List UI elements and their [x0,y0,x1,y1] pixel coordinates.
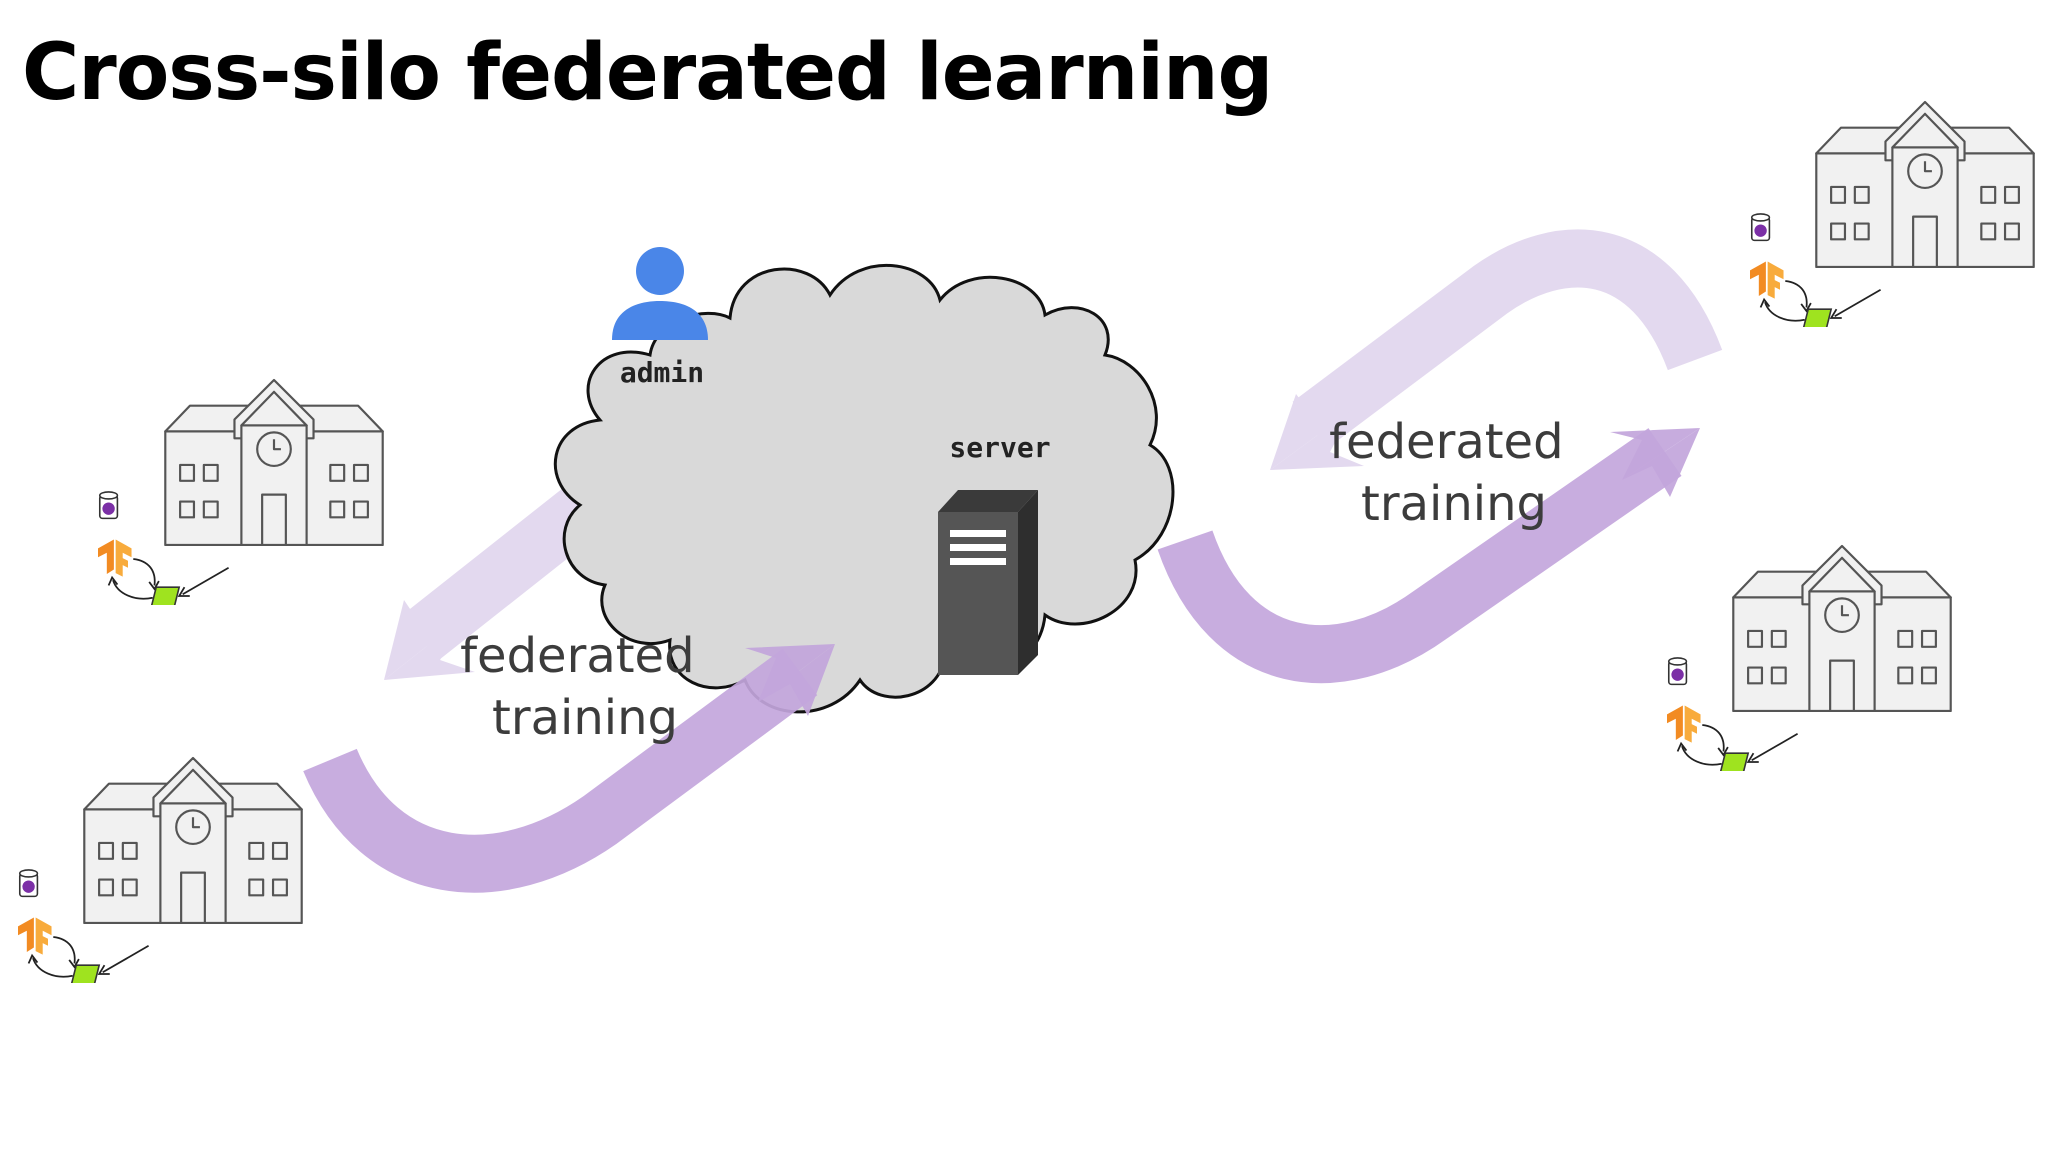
server-label: server [949,431,1050,464]
slide-title: Cross-silo federated learning [22,28,1273,118]
school-building-icon [164,378,384,546]
server-tower-icon [938,490,1038,675]
flow-arrowhead-dark [745,428,1700,716]
flow-label-left: federated training [460,628,710,746]
silo-bottom-right [1667,544,1952,771]
school-building-icon [1732,544,1952,712]
flow-arrowhead-light [384,394,1364,680]
school-building-icon [1815,100,2035,268]
flow-label-left-line-1: federated [460,628,694,684]
flow-label-right: federated training [1329,414,1579,532]
flow-label-left-line-2: training [492,690,678,746]
silo-top-left [98,378,384,605]
person-icon [612,247,708,340]
admin-label: admin [620,356,704,389]
school-building-icon [83,756,303,924]
silo-bottom-left [18,756,303,983]
flow-label-right-line-1: federated [1329,414,1563,470]
flow-label-right-line-2: training [1361,476,1547,532]
flow-band-dark [303,428,1682,893]
silo-top-right [1750,100,2035,327]
